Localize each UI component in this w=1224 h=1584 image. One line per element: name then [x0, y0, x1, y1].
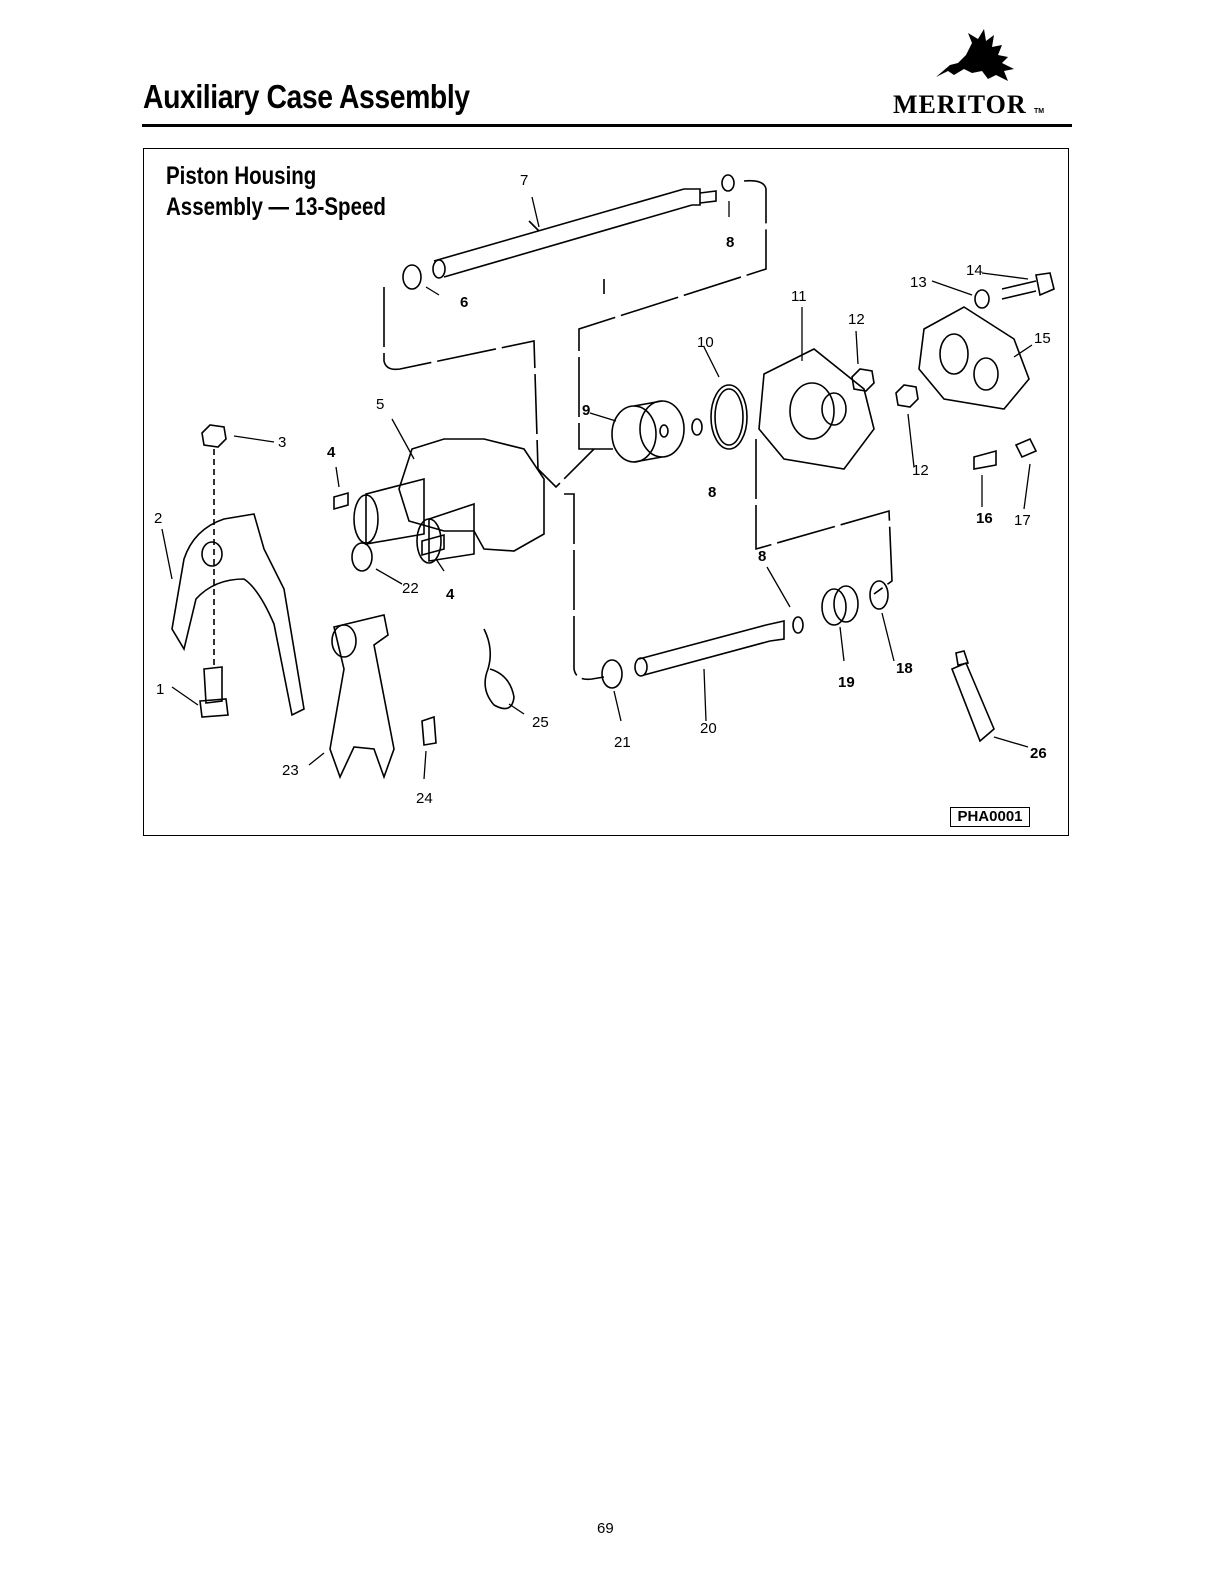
- brand-name: MERITOR: [893, 90, 1027, 119]
- page-title: Auxiliary Case Assembly: [143, 78, 470, 115]
- callout-label: 2: [154, 510, 163, 527]
- callout-label: 9: [582, 402, 591, 419]
- callout-label: 3: [278, 434, 287, 451]
- figure-title: Piston Housing Assembly — 13-Speed: [166, 161, 386, 223]
- callout-label: 24: [416, 790, 433, 807]
- callout-label: 18: [896, 660, 913, 677]
- callout-label: 8: [726, 234, 735, 251]
- callout-label: 23: [282, 762, 299, 779]
- callout-label: 20: [700, 720, 717, 737]
- callout-label: 14: [966, 262, 983, 279]
- exploded-parts-drawing: [161, 174, 1055, 780]
- page-number: 69: [597, 1520, 614, 1537]
- callout-label: 13: [910, 274, 927, 291]
- exploded-view-figure: Piston Housing Assembly — 13-Speed: [143, 148, 1069, 836]
- figure-title-line-2: Assembly — 13-Speed: [166, 193, 386, 221]
- callout-label: 4: [327, 444, 336, 461]
- callout-label: 4: [446, 586, 455, 603]
- header-rule: [142, 124, 1072, 127]
- callout-label: 21: [614, 734, 631, 751]
- callout-label: 16: [976, 510, 993, 527]
- callout-label: 8: [758, 548, 767, 565]
- callout-label: 1: [156, 681, 165, 698]
- callout-label: 22: [402, 580, 419, 597]
- callout-label: 17: [1014, 512, 1031, 529]
- callout-label: 7: [520, 172, 529, 189]
- callout-label: 25: [532, 714, 549, 731]
- brand-trademark: TM: [1034, 108, 1045, 115]
- callout-label: 8: [708, 484, 717, 501]
- callout-label: 19: [838, 674, 855, 691]
- bull-logo-icon: [936, 29, 1014, 81]
- callout-label: 26: [1030, 745, 1047, 762]
- callout-label: 12: [912, 462, 929, 479]
- figure-code: PHA0001: [950, 807, 1030, 827]
- callout-label: 15: [1034, 330, 1051, 347]
- callout-label: 11: [791, 288, 807, 305]
- callout-label: 10: [697, 334, 714, 351]
- callout-label: 12: [848, 311, 865, 328]
- figure-title-line-1: Piston Housing: [166, 162, 317, 190]
- brand-logo: MERITOR TM: [878, 20, 1078, 124]
- callout-label: 6: [460, 294, 469, 311]
- callout-label: 5: [376, 396, 385, 413]
